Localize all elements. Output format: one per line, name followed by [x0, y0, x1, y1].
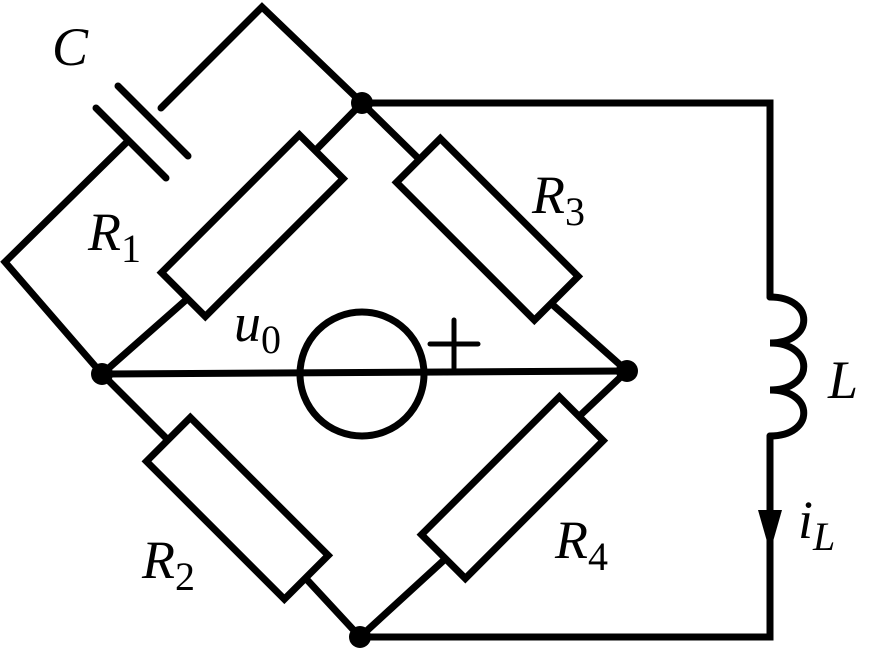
resistor-r2 [141, 412, 334, 605]
label-c: C [52, 17, 89, 77]
node-right [616, 360, 638, 382]
voltage-source [296, 308, 428, 440]
resistor-r3 [391, 133, 584, 326]
inductor-branch [356, 99, 808, 641]
label-r1: R1 [87, 202, 141, 271]
r3-branch [358, 99, 631, 375]
capacitor-branch [0, 2, 366, 378]
wire-outer-top [358, 99, 774, 301]
label-u0: u0 [234, 293, 281, 362]
inductor-coil [766, 293, 808, 440]
source-branch [98, 308, 631, 440]
resistor-r4 [416, 391, 609, 584]
r4-branch [356, 367, 631, 641]
r1-branch [98, 99, 366, 378]
plus-sign [427, 317, 481, 371]
wire-outer-bottom [356, 432, 774, 641]
label-r4: R4 [554, 510, 608, 579]
r2-branch [98, 370, 364, 641]
label-r3: R3 [531, 165, 585, 234]
current-arrow-icon [758, 510, 782, 552]
label-r2: R2 [141, 530, 195, 599]
node-bottom [349, 626, 371, 648]
resistor-r1 [156, 129, 349, 322]
wire-cap-top [157, 2, 366, 112]
capacitor-symbol [92, 82, 192, 182]
node-top [351, 92, 373, 114]
label-l: L [827, 350, 858, 410]
label-il: iL [798, 490, 835, 559]
node-left [91, 363, 113, 385]
wire-cap-bottom [0, 137, 132, 378]
